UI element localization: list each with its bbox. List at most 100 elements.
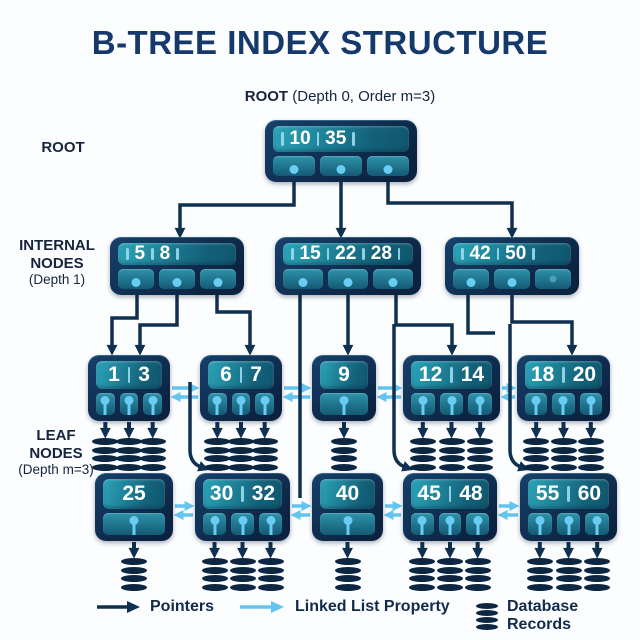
pointer-dot-icon bbox=[445, 516, 455, 525]
cylinder-disc bbox=[584, 558, 611, 565]
cylinder-disc bbox=[257, 575, 284, 582]
key-separator-icon bbox=[532, 247, 535, 261]
pointer-line bbox=[134, 291, 179, 356]
node-key: 22 bbox=[335, 243, 357, 264]
pointer-slot-row bbox=[118, 269, 236, 289]
pointer-slot-row bbox=[283, 269, 413, 289]
cylinder-disc bbox=[201, 583, 228, 591]
pointer-slot bbox=[367, 156, 409, 176]
pointer-stem bbox=[346, 523, 349, 535]
database-records-icon bbox=[331, 438, 357, 471]
pointer-slot bbox=[466, 513, 490, 535]
pointer-stem bbox=[151, 403, 155, 415]
legend-label-database-records: Database Records bbox=[507, 598, 579, 633]
pointer-slot bbox=[143, 393, 163, 415]
pointer-stem bbox=[476, 523, 480, 535]
key-separator-icon bbox=[562, 367, 565, 383]
pointer-line bbox=[508, 324, 530, 472]
node-key: 14 bbox=[460, 363, 485, 386]
btree-node-m1: 25 bbox=[95, 473, 173, 541]
pointer-slot bbox=[528, 513, 552, 535]
pointer-dot-icon bbox=[336, 165, 346, 174]
cylinder-disc bbox=[584, 575, 611, 582]
cylinder-disc bbox=[550, 455, 577, 462]
cylinder-disc bbox=[204, 446, 231, 454]
node-keybar: 40 bbox=[320, 479, 375, 509]
cylinder-disc bbox=[409, 463, 436, 471]
pointer-dot-icon bbox=[124, 396, 134, 405]
cylinder-disc bbox=[229, 583, 256, 591]
database-records-icon bbox=[464, 558, 491, 591]
cylinder-disc bbox=[92, 455, 119, 462]
label-internal-line2: NODES bbox=[30, 254, 84, 272]
pointer-slot bbox=[159, 269, 195, 289]
cylinder-disc bbox=[467, 438, 494, 445]
cylinder-disc bbox=[228, 446, 254, 454]
pointer-slot bbox=[579, 393, 602, 415]
pointer-dot-icon bbox=[236, 396, 246, 405]
pointer-slot bbox=[103, 513, 165, 535]
pointer-dot-icon bbox=[260, 396, 270, 405]
database-records-icon bbox=[251, 438, 278, 471]
cylinder-disc bbox=[438, 463, 465, 471]
pointer-stem bbox=[103, 403, 107, 415]
node-key: 30 bbox=[209, 482, 234, 505]
cylinder-disc bbox=[523, 446, 550, 454]
node-key: 6 bbox=[220, 363, 232, 386]
cylinder-disc bbox=[577, 438, 604, 445]
cylinder-disc bbox=[584, 566, 611, 574]
cylinder-disc bbox=[257, 566, 284, 574]
pointer-slot bbox=[273, 156, 315, 176]
pointer-dot-icon bbox=[289, 165, 299, 174]
database-records-icon bbox=[139, 438, 166, 471]
pointer-slot-row bbox=[411, 393, 493, 415]
cylinder-disc bbox=[523, 463, 550, 471]
cylinder-disc bbox=[139, 463, 166, 471]
pointer-slot bbox=[556, 513, 581, 535]
pointer-slot bbox=[439, 393, 464, 415]
label-internal-level: INTERNAL NODES (Depth 1) bbox=[7, 237, 107, 288]
pointer-slot bbox=[96, 393, 115, 415]
pointer-dot-icon bbox=[564, 516, 573, 525]
node-key: 7 bbox=[250, 363, 262, 386]
pointer-dot-icon bbox=[417, 516, 427, 525]
cylinder-disc bbox=[116, 455, 142, 462]
pointer-stem bbox=[478, 403, 482, 415]
database-records-icon bbox=[409, 558, 436, 591]
pointer-slot bbox=[438, 513, 462, 535]
pointer-line bbox=[106, 291, 139, 356]
pointer-slot bbox=[328, 269, 368, 289]
cylinder-disc bbox=[201, 575, 228, 582]
pointer-slot bbox=[255, 393, 275, 415]
pointer-slot bbox=[231, 513, 254, 535]
cylinder-disc bbox=[555, 575, 582, 582]
label-leaf-depth: (Depth m=3) bbox=[18, 462, 94, 478]
node-key: 1 bbox=[108, 363, 120, 386]
pointer-dot-icon bbox=[586, 396, 596, 405]
key-separator-icon bbox=[567, 485, 570, 503]
legend-label-pointers: Pointers bbox=[150, 598, 215, 615]
database-records-icon bbox=[523, 438, 550, 471]
pointer-dot-icon bbox=[388, 278, 398, 287]
pointer-dot-icon bbox=[447, 396, 456, 405]
key-separator-icon bbox=[127, 367, 131, 383]
cylinder-disc bbox=[204, 463, 231, 471]
pointer-slot bbox=[203, 513, 226, 535]
pointer-dot-icon bbox=[129, 516, 139, 525]
pointer-slot bbox=[119, 393, 139, 415]
key-separator-icon bbox=[126, 247, 129, 261]
cylinder-disc bbox=[139, 455, 166, 462]
database-records-icon bbox=[201, 558, 228, 591]
pointer-slot bbox=[535, 269, 571, 289]
cylinder-disc bbox=[464, 575, 491, 582]
pointer-dot-icon bbox=[238, 516, 247, 525]
pointer-slot-row bbox=[320, 513, 375, 535]
cylinder-disc bbox=[550, 446, 577, 454]
